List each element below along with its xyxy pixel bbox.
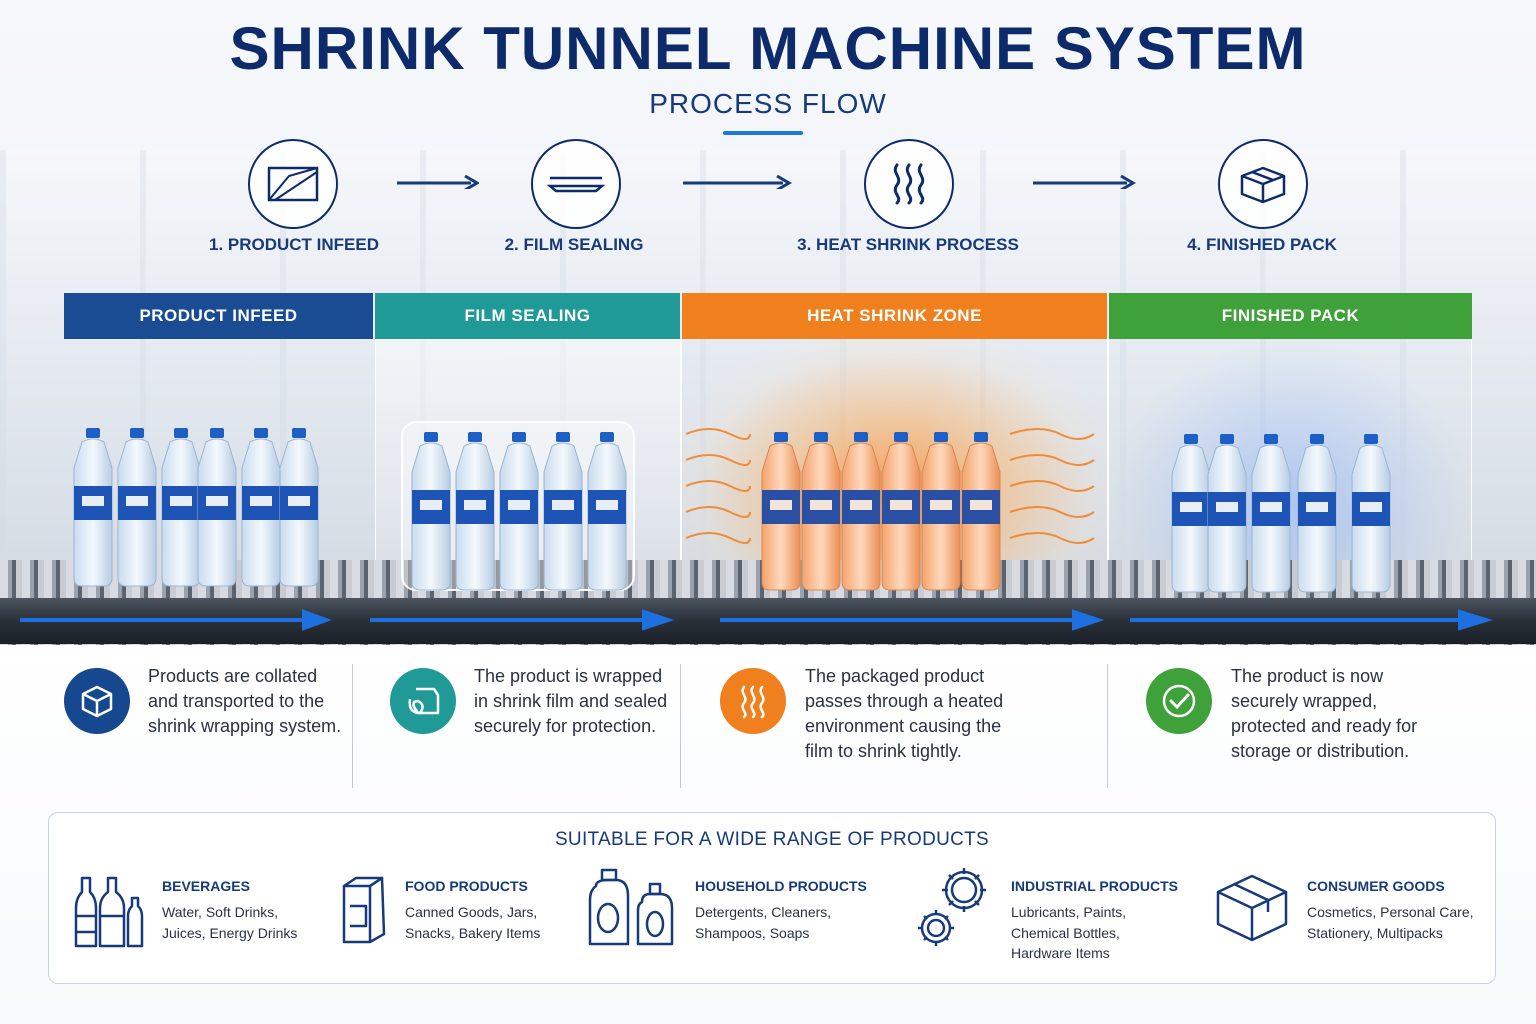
wrap-icon (390, 668, 456, 734)
check-icon (1146, 668, 1212, 734)
zone-header-finished-pack: FINISHED PACK (1109, 293, 1472, 339)
zone-label: PRODUCT INFEED (139, 306, 298, 325)
step-label-2: 2. FILM SEALING (504, 235, 644, 254)
zone-header-film-sealing: FILM SEALING (375, 293, 680, 339)
heat-icon (720, 668, 786, 734)
divider (1107, 664, 1108, 788)
flow-arrow-2 (683, 175, 792, 189)
product-category-beverages: BEVERAGES Water, Soft Drinks, Juices, En… (162, 878, 312, 943)
product-desc: Canned Goods, Jars, Snacks, Bakery Items (405, 904, 541, 941)
product-infeed-icon (248, 139, 338, 229)
product-desc: Detergents, Cleaners, Shampoos, Soaps (695, 904, 832, 941)
detergent-icon (588, 868, 674, 946)
description-sealing: The product is wrapped in shrink film an… (474, 666, 668, 736)
description-infeed: Products are collated and transported to… (148, 666, 342, 736)
product-title: HOUSEHOLD PRODUCTS (695, 878, 867, 894)
product-category-consumer: CONSUMER GOODS Cosmetics, Personal Care,… (1307, 878, 1487, 943)
zone-label: FILM SEALING (464, 306, 591, 325)
page-title: SHRINK TUNNEL MACHINE SYSTEM (229, 15, 1307, 82)
step-label-4: 4. FINISHED PACK (1187, 235, 1337, 254)
product-title: BEVERAGES (162, 878, 250, 894)
cube-icon (64, 668, 130, 734)
flow-arrow-3 (1033, 175, 1136, 189)
description-heat-shrink: The packaged product passes through a he… (805, 666, 1004, 761)
flow-arrow-1 (397, 175, 479, 189)
products-title: SUITABLE FOR A WIDE RANGE OF PRODUCTS (554, 829, 990, 850)
bottle-groups (73, 421, 1391, 593)
step-label-1: 1. PRODUCT INFEED (208, 235, 380, 254)
step-label-3: 3. HEAT SHRINK PROCESS (797, 235, 1019, 254)
heat-wave-lines (685, 428, 1095, 544)
product-title: INDUSTRIAL PRODUCTS (1011, 878, 1178, 894)
zone-header-product-infeed: PRODUCT INFEED (64, 293, 373, 339)
package-icon (1216, 874, 1288, 942)
page-subtitle: PROCESS FLOW (649, 88, 887, 119)
subtitle-underline (723, 131, 803, 135)
product-title: CONSUMER GOODS (1307, 878, 1445, 894)
shrinking-bottles (761, 431, 1001, 591)
zone-label: FINISHED PACK (1221, 306, 1360, 325)
divider (680, 664, 681, 788)
zone-header-heat-shrink: HEAT SHRINK ZONE (682, 293, 1107, 339)
heat-waves-icon (864, 139, 954, 229)
product-title: FOOD PRODUCTS (405, 878, 528, 894)
product-category-food: FOOD PRODUCTS Canned Goods, Jars, Snacks… (405, 878, 555, 943)
description-finished: The product is now securely wrapped, pro… (1231, 666, 1418, 761)
product-desc: Water, Soft Drinks, Juices, Energy Drink… (162, 904, 298, 941)
product-category-industrial: INDUSTRIAL PRODUCTS Lubricants, Paints, … (1011, 878, 1178, 964)
product-desc: Lubricants, Paints, Chemical Bottles, Ha… (1011, 904, 1127, 961)
product-category-household: HOUSEHOLD PRODUCTS Detergents, Cleaners,… (695, 878, 867, 943)
gears-icon (918, 868, 986, 946)
finished-bottles (1171, 433, 1391, 593)
sealed-bottles (401, 421, 635, 591)
film-sealing-icon (531, 139, 621, 229)
bottles-icon (74, 876, 144, 948)
products-panel (48, 812, 1496, 984)
carton-icon (342, 876, 386, 944)
product-desc: Cosmetics, Personal Care, Stationery, Mu… (1307, 904, 1474, 941)
zone-label: HEAT SHRINK ZONE (807, 306, 982, 325)
box-icon (1218, 139, 1308, 229)
divider (352, 664, 353, 788)
conveyor-flow-arrows (20, 609, 1493, 631)
infeed-bottles (73, 427, 319, 587)
